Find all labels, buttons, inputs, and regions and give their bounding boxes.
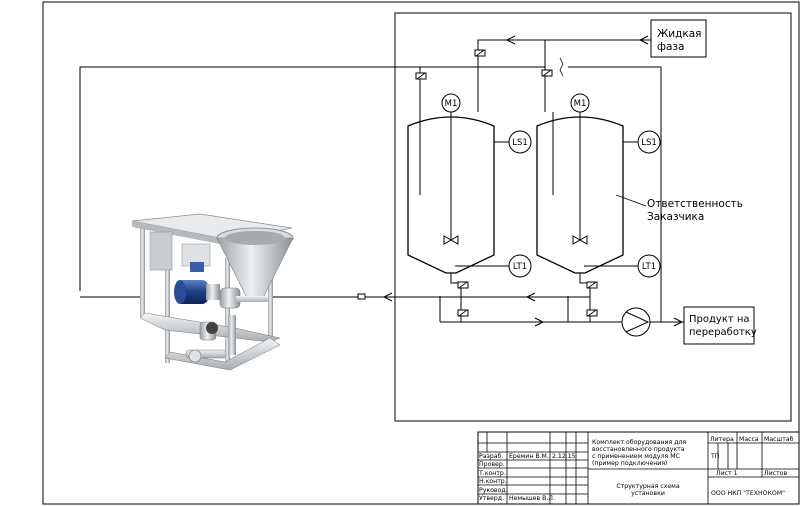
approver-name: Немышев В.Л. <box>509 495 555 502</box>
outlet-piping <box>439 273 622 327</box>
arrow-left-1 <box>382 292 393 302</box>
mixing-unit-image <box>131 213 294 371</box>
sheet-label: Лист 1 <box>716 470 738 477</box>
col-liter: Литера <box>710 436 734 443</box>
arrow-left-3 <box>638 35 649 45</box>
sheet-title-line2: установки <box>631 490 665 497</box>
description-line4: (пример подключения) <box>592 460 667 467</box>
motor-m1-label-1: M1 <box>445 99 458 109</box>
check-valve <box>559 57 564 77</box>
liquid-phase-line2: фаза <box>657 41 684 53</box>
company-name: ООО НКП "ТЕХНОКОМ" <box>711 490 785 497</box>
return-pipe <box>79 66 545 291</box>
description-line2: восстановленного продукта <box>592 446 685 453</box>
lt1-tank1 <box>508 254 532 278</box>
motor-m1-tank2 <box>570 93 590 113</box>
row-label-1: Провер. <box>479 461 505 468</box>
flow-meter <box>357 293 366 300</box>
customer-boundary <box>394 12 792 422</box>
row-label-2: Т.контр. <box>478 470 506 477</box>
developer-name: Еремин В.М. <box>509 453 549 460</box>
motor-m1-label-2: M1 <box>574 99 587 109</box>
row-label-4: Руковод. <box>479 487 508 494</box>
col-scale: Масштаб <box>764 435 794 443</box>
responsibility-leader <box>615 194 647 207</box>
motor-m1-tank1 <box>441 93 461 113</box>
developer-date: 2.12.15 <box>552 453 576 460</box>
ls1-tank1 <box>508 130 532 154</box>
arrow-left-2 <box>505 35 516 45</box>
box-product <box>683 306 755 345</box>
responsibility-line2: Заказчика <box>647 211 704 223</box>
row-label-5: Утверд. <box>479 495 504 502</box>
row-label-0: Разраб. <box>479 452 503 460</box>
description-line3: с применением модуля МС <box>592 453 680 460</box>
responsibility-line1: Ответственность <box>647 198 743 210</box>
arrow-right <box>673 317 684 327</box>
right-return-pipe <box>568 66 662 322</box>
title-block: Разраб. Провер. Т.контр. Н.контр. Руково… <box>477 431 800 505</box>
sheets-label: Листов <box>764 470 787 477</box>
tank-2: M1 LS1 LT1 <box>536 93 661 278</box>
row-label-3: Н.контр. <box>479 478 507 485</box>
product-line2: переработку <box>689 327 757 338</box>
col-mass: Масса <box>739 436 759 443</box>
liter-value: ТП <box>710 453 720 460</box>
sheet-title-line1: Структурная схема <box>616 483 680 490</box>
lt1-label-2: LT1 <box>642 262 656 272</box>
ls1-tank2 <box>637 130 661 154</box>
description-line1: Комплект оборудования для <box>592 438 686 446</box>
liquid-line-main <box>477 39 651 112</box>
tank-1: M1 LS1 LT1 <box>407 93 532 278</box>
liquid-phase-line1: Жидкая <box>657 28 702 40</box>
lt1-label-1: LT1 <box>513 262 527 272</box>
ls1-label-1: LS1 <box>512 138 528 148</box>
drawing-frame <box>42 1 800 505</box>
product-line1: Продукт на <box>689 314 750 325</box>
box-liquid-phase <box>650 19 707 58</box>
pump-symbol <box>625 311 650 333</box>
ls1-label-2: LS1 <box>641 138 657 148</box>
lt1-tank2 <box>637 254 661 278</box>
